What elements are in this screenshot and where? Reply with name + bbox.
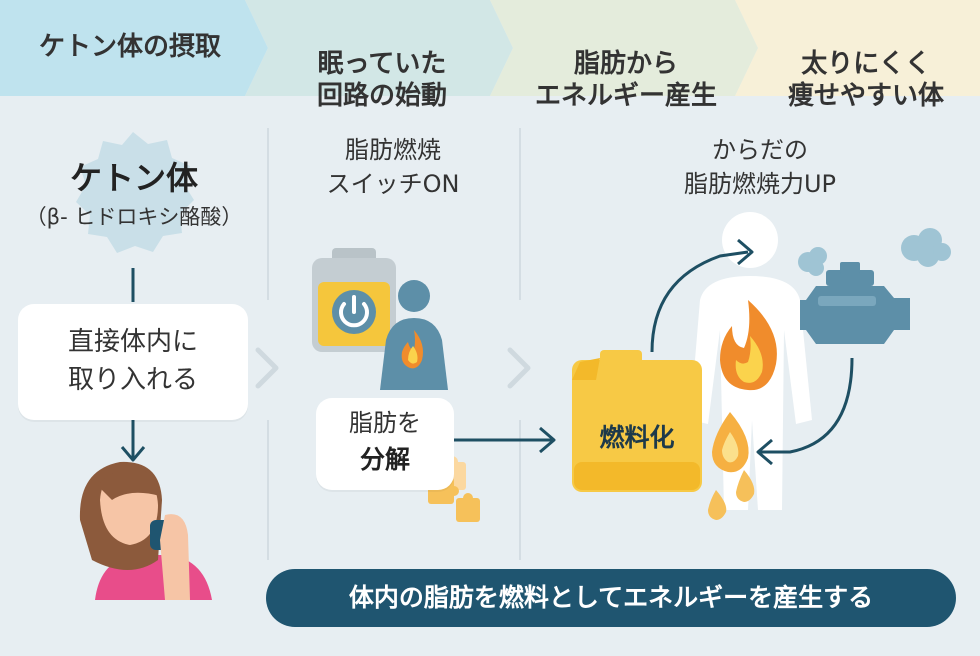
arrow-right-icon bbox=[454, 426, 556, 454]
fire-icon bbox=[720, 300, 777, 391]
switch-on-heading: 脂肪燃焼 スイッチON bbox=[326, 136, 460, 198]
footer-banner-text: 体内の脂肪を燃料としてエネルギーを産生する bbox=[348, 583, 874, 612]
chevron-right-icon bbox=[255, 347, 279, 389]
fuel-can-icon bbox=[572, 350, 702, 492]
decompose-line1: 脂肪を bbox=[349, 409, 421, 437]
decompose-box: 脂肪を 分解 bbox=[316, 398, 454, 490]
step-4-label: 太りにくく 痩せやすい体 bbox=[752, 15, 980, 113]
step-1-label: ケトン体の摂取 bbox=[0, 31, 260, 64]
step-4-chevron bbox=[735, 0, 980, 96]
intake-box-text: 直接体内に 取り入れる bbox=[67, 327, 198, 395]
smoke-icon bbox=[798, 228, 951, 276]
battery-power-icon bbox=[312, 248, 396, 352]
step-2-label: 眠っていた 回路の始動 bbox=[262, 15, 502, 113]
step-2-text: 眠っていた 回路の始動 bbox=[316, 48, 447, 112]
ketone-badge-icon bbox=[76, 132, 194, 253]
person-fire-icon bbox=[380, 280, 448, 390]
step-3-label: 脂肪から エネルギー産生 bbox=[506, 15, 746, 113]
engine-icon bbox=[800, 262, 910, 344]
decompose-line2: 分解 bbox=[359, 445, 410, 474]
ketone-subtitle: （β- ヒドロキシ酪酸） bbox=[25, 205, 243, 229]
step-3-text: 脂肪から エネルギー産生 bbox=[534, 48, 717, 112]
woman-drinking-icon bbox=[79, 461, 212, 600]
ketone-title: ケトン体 bbox=[69, 159, 198, 197]
fuel-label: 燃料化 bbox=[599, 423, 675, 452]
footer-banner-bg bbox=[266, 569, 956, 627]
step-4-text: 太りにくく 痩せやすい体 bbox=[787, 48, 944, 112]
step-3-chevron bbox=[490, 0, 758, 96]
fat-droplet-icon bbox=[708, 412, 755, 520]
step-1-text: ケトン体の摂取 bbox=[38, 32, 221, 62]
step-2-chevron bbox=[245, 0, 513, 96]
chevron-right-icon bbox=[507, 347, 531, 389]
step-1-chevron bbox=[0, 0, 268, 96]
intake-box: 直接体内に 取り入れる bbox=[18, 304, 248, 420]
fat-burn-heading: からだの 脂肪燃焼力UP bbox=[683, 136, 837, 198]
cycle-arrow-icon bbox=[650, 238, 854, 466]
arrow-down-icon bbox=[120, 420, 146, 462]
